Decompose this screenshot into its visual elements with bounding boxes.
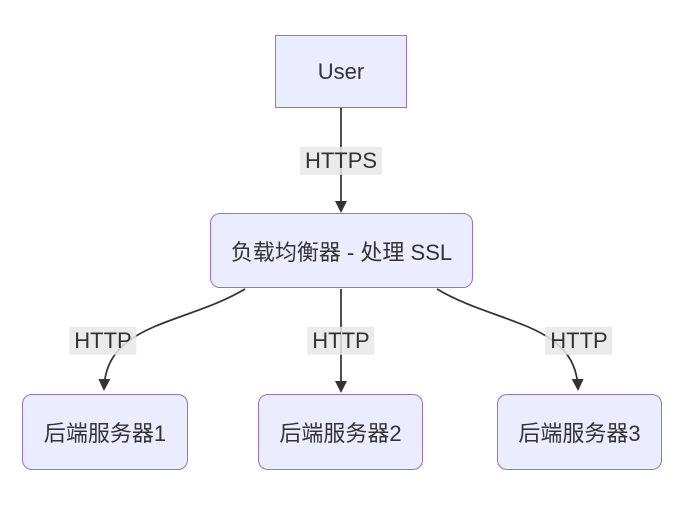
node-backend-server-2-label: 后端服务器2 <box>279 421 402 446</box>
edge-label-https: HTTPS <box>299 146 383 176</box>
node-user-label: User <box>317 58 365 84</box>
node-load-balancer: 负载均衡器 - 处理 SSL <box>210 213 473 288</box>
edge-label-http-server3: HTTP <box>545 326 613 356</box>
edge-label-http-server2: HTTP <box>307 326 375 356</box>
node-user: User <box>275 35 407 108</box>
node-backend-server-3-label: 后端服务器3 <box>518 421 641 446</box>
edge-load-balancer-to-server3 <box>436 288 584 391</box>
node-backend-server-1: 后端服务器1 <box>22 394 188 470</box>
edge-label-https-text: HTTPS <box>304 147 378 173</box>
edge-label-http-server1: HTTP <box>69 326 137 356</box>
edge-label-http-server2-text: HTTP <box>312 327 370 353</box>
edge-load-balancer-to-server1 <box>98 288 246 391</box>
node-backend-server-2: 后端服务器2 <box>258 394 423 470</box>
node-load-balancer-label: 负载均衡器 - 处理 SSL <box>230 239 453 265</box>
edge-label-http-server1-text: HTTP <box>74 327 132 353</box>
edge-label-http-server3-text: HTTP <box>550 327 608 353</box>
node-backend-server-1-label: 后端服务器1 <box>43 421 167 446</box>
node-backend-server-3: 后端服务器3 <box>497 394 662 470</box>
